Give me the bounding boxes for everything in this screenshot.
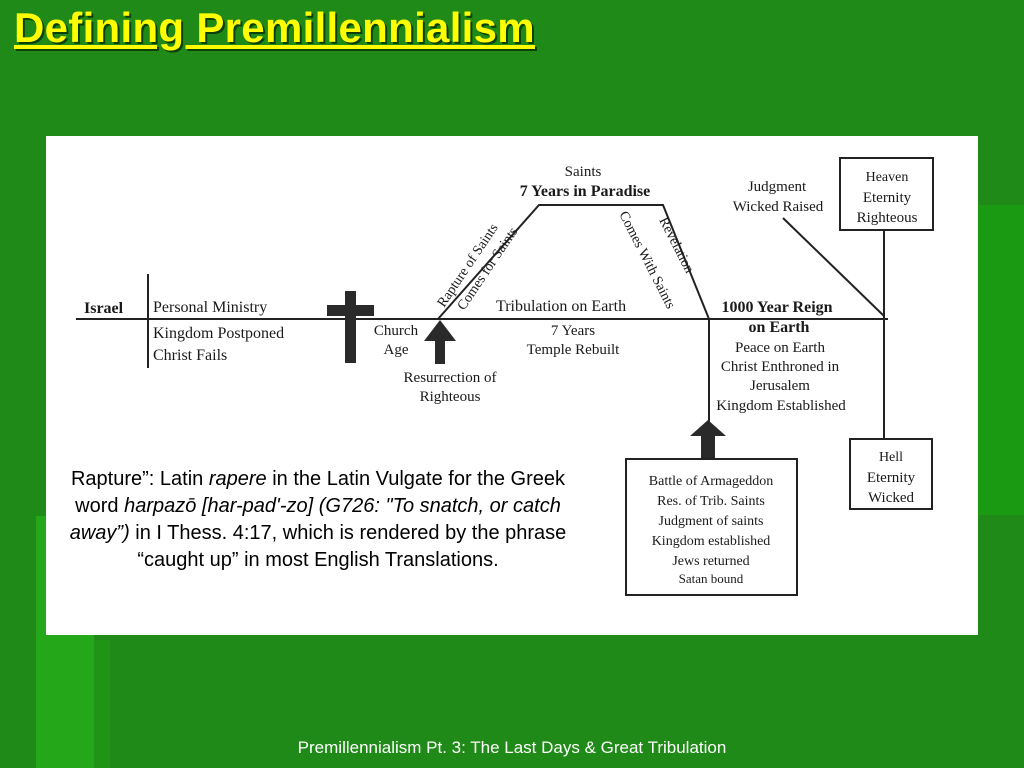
peace-label: Peace on Earth	[735, 340, 825, 356]
israel-label: Israel	[84, 300, 124, 317]
rapture-definition-caption: Rapture”: Latin rapere in the Latin Vulg…	[52, 466, 584, 574]
premillennial-timeline-diagram: Israel Personal Ministry Kingdom Postpon…	[76, 157, 934, 596]
diagram-panel: Israel Personal Ministry Kingdom Postpon…	[46, 136, 978, 635]
armageddon-arrow-icon	[690, 420, 726, 458]
hell-label: Hell	[879, 450, 903, 465]
judgment-label: Judgment	[748, 179, 807, 195]
armageddon-item: Res. of Trib. Saints	[657, 494, 765, 509]
armageddon-item: Jews returned	[672, 554, 749, 569]
revelation-label: Revelation	[655, 215, 696, 276]
armageddon-item: Kingdom established	[652, 534, 771, 549]
on-earth-label: on Earth	[749, 319, 810, 336]
armageddon-box	[625, 458, 798, 596]
hell-eternity-label: Eternity	[867, 470, 916, 486]
heaven-righteous-label: Righteous	[857, 210, 918, 226]
personal-ministry-label: Personal Ministry	[153, 299, 267, 316]
christ-fails-label: Christ Fails	[153, 347, 227, 364]
jerusalem-label: Jerusalem	[750, 378, 810, 394]
heaven-box	[839, 157, 934, 231]
caption-text: Rapture”: Latin	[70, 468, 209, 490]
armageddon-item: Battle of Armageddon	[649, 474, 773, 489]
hell-wicked-label: Wicked	[868, 490, 915, 506]
cross-icon	[327, 291, 374, 363]
caption-text: in I Thess. 4:17, which is rendered by t…	[129, 522, 567, 571]
kingdom-established-label: Kingdom Established	[716, 398, 846, 414]
caption-rapere: rapere	[208, 468, 267, 490]
caption-text: in the Latin Vulgate for the Greek word	[75, 468, 565, 517]
resurrection-label: Resurrection of	[404, 370, 497, 386]
seven-years-paradise-label: 7 Years in Paradise	[520, 183, 651, 200]
reign-label: 1000 Year Reign	[721, 299, 832, 316]
caption-snatch: "To snatch, or catch away”)	[69, 495, 561, 544]
heaven-label: Heaven	[866, 170, 909, 185]
background-stripe	[94, 640, 110, 768]
resurrection-arrow-icon	[424, 320, 456, 364]
slide-footer: Premillennialism Pt. 3: The Last Days & …	[297, 738, 727, 757]
temple-rebuilt-label: Temple Rebuilt	[527, 342, 621, 358]
saints-label: Saints	[565, 164, 602, 180]
tribulation-label: Tribulation on Earth	[496, 298, 626, 315]
wicked-raised-label: Wicked Raised	[733, 199, 824, 215]
armageddon-item: Satan bound	[679, 571, 744, 586]
heaven-eternity-label: Eternity	[863, 190, 912, 206]
judgment-line	[782, 217, 885, 317]
hell-box	[849, 438, 933, 510]
righteous-label: Righteous	[420, 389, 481, 405]
church-label: Church	[374, 323, 419, 339]
caption-harpazo: harpazō [har-pad'-zo] (G726:	[124, 495, 386, 517]
kingdom-postponed-label: Kingdom Postponed	[153, 325, 284, 342]
age-label: Age	[384, 342, 409, 358]
armageddon-item: Judgment of saints	[659, 514, 764, 529]
background-stripe	[978, 205, 1024, 515]
paradise-path	[437, 204, 710, 320]
christ-enthroned-label: Christ Enthroned in	[721, 359, 840, 375]
seven-years-label: 7 Years	[551, 323, 595, 339]
slide-title: Defining Premillennialism	[14, 4, 535, 51]
